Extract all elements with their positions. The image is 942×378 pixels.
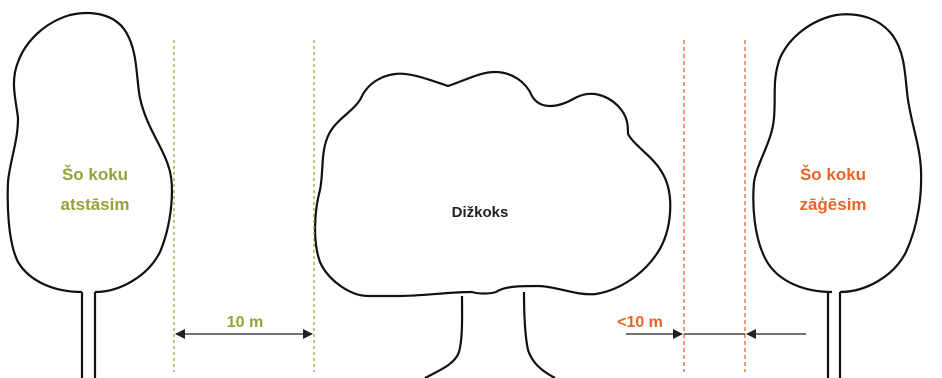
cut-tree-label-line1: Šo koku xyxy=(799,165,867,184)
keep-tree-label-line2: atstāsim xyxy=(60,195,130,214)
left-tree-crown xyxy=(6,11,173,294)
center-tree-trunk xyxy=(424,291,556,378)
right-tree-crown xyxy=(752,13,923,294)
cut-distance-label: <10 m xyxy=(617,314,663,331)
cut-tree-label: Šo koku zāģēsim xyxy=(768,160,898,220)
left-tree xyxy=(6,11,173,378)
cut-tree-label-line2: zāģēsim xyxy=(799,195,867,214)
keep-distance-label: 10 m xyxy=(226,314,264,331)
center-tree-crown xyxy=(313,70,672,298)
right-tree-trunk xyxy=(826,292,842,378)
keep-tree-label-line1: Šo koku xyxy=(61,165,129,184)
right-tree xyxy=(752,13,923,378)
left-tree-trunk xyxy=(80,292,97,378)
heritage-tree-label: Dižkoks xyxy=(451,204,509,221)
center-tree xyxy=(313,70,672,378)
keep-tree-label: Šo koku atstāsim xyxy=(30,160,160,220)
